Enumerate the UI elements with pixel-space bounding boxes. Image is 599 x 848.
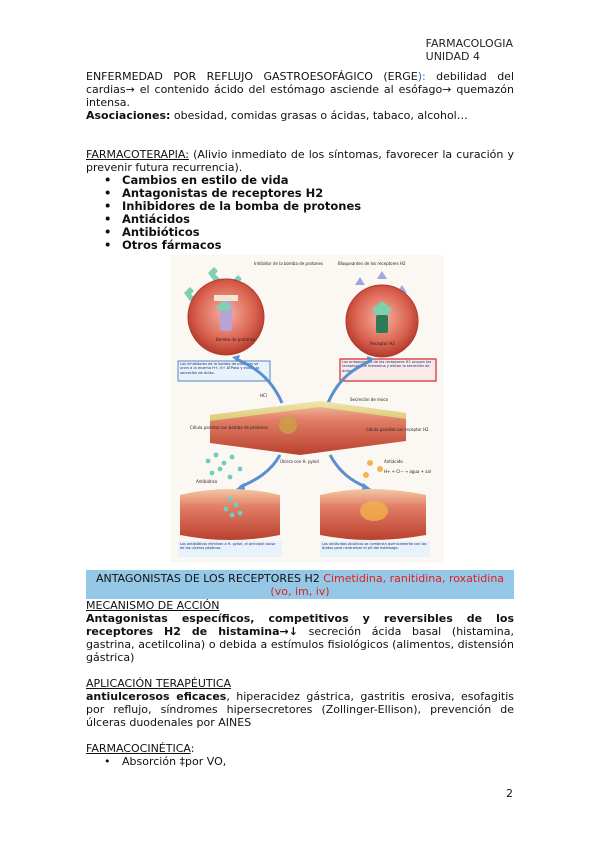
antibiotic-info-text: Los antibióticos eliminan a H. pylori, e… [180,542,276,551]
receptor-label: Receptor H2 [370,341,395,346]
arrow-up-right-icon [326,359,371,404]
ulcer-icon [279,416,297,434]
caption-h2: Bloqueantes de los receptores H2 [338,261,406,266]
h2-section-drugs: Cimetidina, ranitidina, roxatidina (vo, … [270,572,505,598]
pharmacokinetics-list: Absorción ‡por VO, [86,755,514,768]
pump-detail [214,295,238,331]
list-item: Antibióticos [104,226,514,240]
pharmacokinetics-label: FARMACOCINÉTICA [86,742,191,755]
page-number: 2 [506,787,513,800]
pharmacokinetics-colon: : [190,742,195,755]
antacid-info-container: Los antiácidos alcalinos se combinan quí… [322,542,427,551]
neutral-label: H+ + Cl− → agua + sal [384,469,431,474]
antibiotic-info-container: Los antibióticos eliminan a H. pylori, e… [180,542,276,551]
header-subject: FARMACOLOGIA [425,37,513,50]
intro-title-close: ): [417,70,426,83]
intro-title: ENFERMEDAD POR REFLUJO GASTROESOFÁGICO (… [86,70,418,83]
main-content: ENFERMEDAD POR REFLUJO GASTROESOFÁGICO (… [86,70,514,768]
parietal-left-label: Célula parietal con bomba de protones [190,425,268,430]
arrow-down-left-icon [239,454,282,489]
ulcer-label: Úlcera con H. pylori [280,459,319,464]
list-item: Otros fármacos [104,239,514,253]
application-heading: APLICACIÓN TERAPÉUTICA [86,677,232,690]
antacid-particles [363,460,383,478]
associations-label: Asociaciones: [86,109,171,122]
mucus-layer [210,401,406,421]
mechanism-paragraph: Antagonistas específicos, competitivos y… [86,612,514,664]
caption-ppi: Inhibidor de la bomba de protones [254,261,323,266]
pharmacotherapy-label: FARMACOTERAPIA: [86,148,189,161]
treatment-illustration: Inhibidor de la bomba de protones Bloque… [170,255,444,563]
h2-info-text: Los antagonistas de los receptores H2 oc… [342,360,432,373]
arrow-up-left-icon [235,357,284,404]
h2-info-text-container: Los antagonistas de los receptores H2 oc… [342,360,432,373]
pharmacotherapy-list: Cambios en estilo de vida Antagonistas d… [86,174,514,253]
mechanism-heading: MECANISMO DE ACCIÓN [86,599,220,612]
antacid-info-box [320,541,430,557]
list-item: Cambios en estilo de vida [104,174,514,188]
pharmacokinetics-heading: FARMACOCINÉTICA: [86,742,514,755]
list-item: Inhibidores de la bomba de protones [104,200,514,214]
antacid-label: Antiácido [384,459,403,464]
associations-text: obesidad, comidas grasas o ácidas, tabac… [170,109,468,122]
antibiotic-info-box [178,541,282,557]
application-bold: antiulcerosos eficaces [86,690,227,703]
associations-paragraph: Asociaciones: obesidad, comidas grasas o… [86,109,514,122]
arrow-down-right-icon [328,454,367,489]
pharmacotherapy-text: (Alivio inmediato de los síntomas, favor… [86,148,514,174]
header-unit: UNIDAD 4 [425,50,480,63]
antibiotic-label: Antibiótico [196,479,218,484]
receptor-detail [372,301,392,333]
mucus-label: Secreción de moco [350,397,389,402]
mechanism-bold: Antagonistas específicos, competitivos y… [86,612,514,638]
ppi-info-text-container: Los inhibidores de la bomba de protones … [180,362,260,375]
ppi-info-text: Los inhibidores de la bomba de protones … [180,362,260,375]
h2-section-title: ANTAGONISTAS DE LOS RECEPTORES H2 [95,572,324,585]
mechanism-text: secreción ácida basal (histamina, gastri… [86,625,515,664]
intro-paragraph: ENFERMEDAD POR REFLUJO GASTROESOFÁGICO (… [86,70,514,109]
page-header: FARMACOLOGIA UNIDAD 4 [426,37,513,63]
antacid-info-text: Los antiácidos alcalinos se combinan quí… [322,542,427,551]
pharmacotherapy-paragraph: FARMACOTERAPIA: (Alivio inmediato de los… [86,148,514,174]
illustration-svg: Inhibidor de la bomba de protones Bloque… [177,261,437,557]
intro-text: debilidad del cardias→ el contenido ácid… [86,70,515,109]
h2-section-heading: ANTAGONISTAS DE LOS RECEPTORES H2 Cimeti… [86,570,514,599]
pump-label: Bomba de protones [216,337,255,342]
list-item: Antiácidos [104,213,514,227]
antibiotic-particles [205,452,243,480]
list-item: Antagonistas de receptores H2 [104,187,514,201]
spacer [86,122,514,148]
parietal-right-label: Célula parietal con receptor H2 [366,427,429,432]
application-paragraph: antiulcerosos eficaces, hiperacidez gást… [86,690,514,729]
hcl-label: HCl [260,393,267,398]
list-item: Absorción ‡por VO, [104,755,514,768]
application-text: , hiperacidez gástrica, gastritis erosiv… [86,690,514,729]
